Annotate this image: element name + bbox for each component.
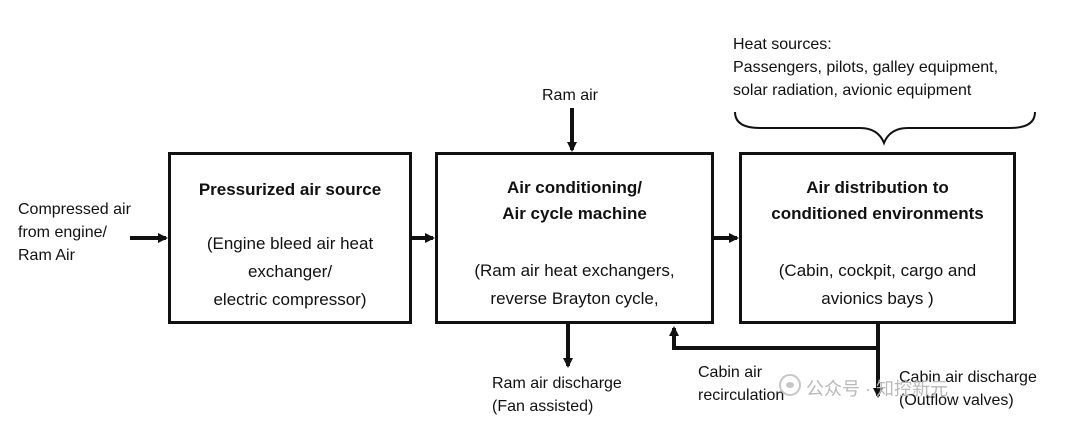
- distribution-body: (Cabin, cockpit, cargo and avionics bays…: [742, 257, 1013, 313]
- wechat-icon: [779, 374, 801, 396]
- recirculation-line: recirculation: [698, 387, 785, 404]
- input-label-line: Ram Air: [18, 247, 75, 264]
- label-heat-sources: Heat sources: Passengers, pilots, galley…: [733, 33, 998, 102]
- source-title: Pressurized air source: [198, 180, 382, 199]
- recirculation-line: Cabin air: [698, 364, 763, 381]
- distribution-title: Air distribution to conditioned environm…: [742, 175, 1013, 227]
- conditioning-title-line: Air cycle machine: [502, 204, 647, 223]
- heat-sources-line: solar radiation, avionic equipment: [733, 82, 972, 99]
- input-label-line: Compressed air: [18, 201, 131, 218]
- cabin-discharge-line: Cabin air discharge: [899, 369, 1037, 386]
- distribution-title-line: conditioned environments: [771, 204, 984, 223]
- source-body-line: (Engine bleed air heat: [206, 234, 374, 253]
- distribution-title-line: Air distribution to: [806, 178, 949, 197]
- cabin-discharge-line: (Outflow valves): [899, 392, 1014, 409]
- block-air-conditioning: Air conditioning/ Air cycle machine (Ram…: [435, 152, 714, 324]
- conditioning-title: Air conditioning/ Air cycle machine: [438, 175, 711, 227]
- conditioning-body-line: (Ram air heat exchangers,: [474, 261, 675, 280]
- heat-sources-brace: [734, 111, 1036, 146]
- ram-discharge-line: (Fan assisted): [492, 398, 594, 415]
- block-pressurized-air-source: Pressurized air source (Engine bleed air…: [168, 152, 412, 324]
- conditioning-title-line: Air conditioning/: [506, 178, 643, 197]
- distribution-body-line: avionics bays ): [821, 289, 934, 308]
- distribution-body-line: (Cabin, cockpit, cargo and: [778, 261, 977, 280]
- source-body-line: exchanger/: [247, 262, 333, 281]
- label-ram-air: Ram air: [542, 87, 599, 104]
- block-air-distribution: Air distribution to conditioned environm…: [739, 152, 1016, 324]
- source-body-line: electric compressor): [213, 290, 367, 309]
- input-label-line: from engine/: [18, 224, 107, 241]
- conditioning-body-line: reverse Brayton cycle,: [490, 289, 659, 308]
- conditioning-body: (Ram air heat exchangers, reverse Brayto…: [438, 257, 711, 313]
- heat-sources-line: Heat sources:: [733, 36, 832, 53]
- label-ram-air-discharge: Ram air discharge (Fan assisted): [492, 372, 622, 418]
- label-cabin-air-discharge: Cabin air discharge (Outflow valves): [899, 366, 1037, 412]
- source-body: (Engine bleed air heat exchanger/ electr…: [171, 230, 409, 314]
- arrow-cabin-recirculation: [669, 326, 878, 350]
- watermark-text: 公众号 · 知控新元: [806, 379, 948, 399]
- label-compressed-air-input: Compressed air from engine/ Ram Air: [18, 198, 131, 267]
- ram-discharge-line: Ram air discharge: [492, 375, 622, 392]
- label-cabin-recirculation: Cabin air recirculation: [698, 361, 784, 407]
- heat-sources-line: Passengers, pilots, galley equipment,: [733, 59, 999, 76]
